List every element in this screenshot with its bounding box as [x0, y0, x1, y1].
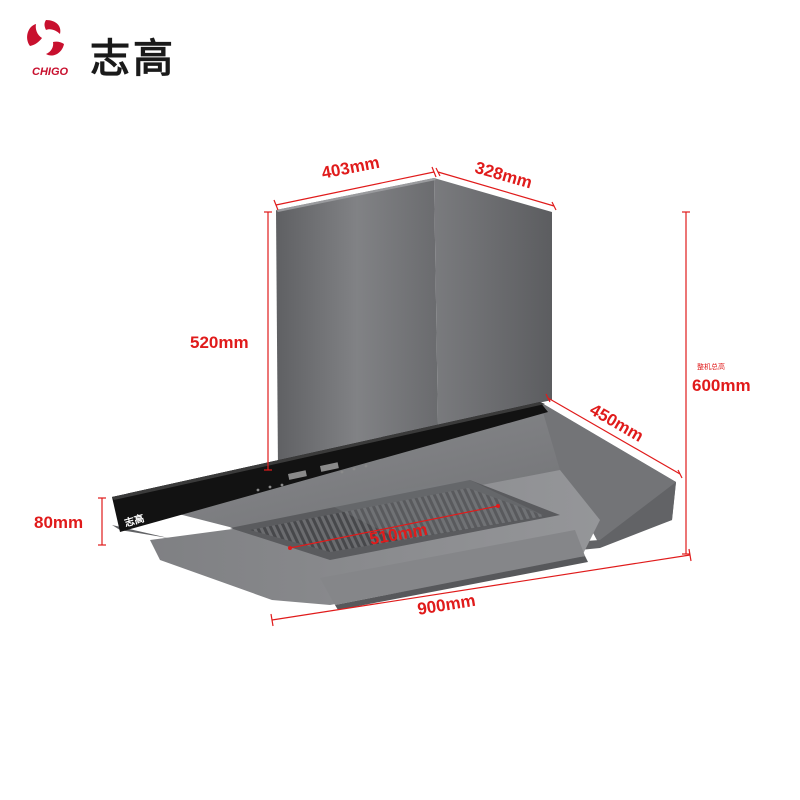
grease-filter	[250, 488, 545, 552]
chimney-front	[276, 178, 438, 470]
brand-name-cn: 志高	[90, 36, 176, 82]
brand-logo: 志高 CHIGO	[12, 12, 202, 82]
chimney-side	[434, 178, 552, 425]
dimension-hood-front-height: 80mm	[34, 513, 84, 532]
dimension-total-height: 600mm	[692, 376, 751, 395]
chigo-swirl-icon	[27, 20, 64, 56]
front-lip	[320, 530, 585, 605]
brand-name-en: CHIGO	[32, 66, 69, 78]
dimension-chimney-height: 520mm	[190, 333, 249, 352]
dimension-total-height-note: 整机总高	[697, 364, 725, 371]
